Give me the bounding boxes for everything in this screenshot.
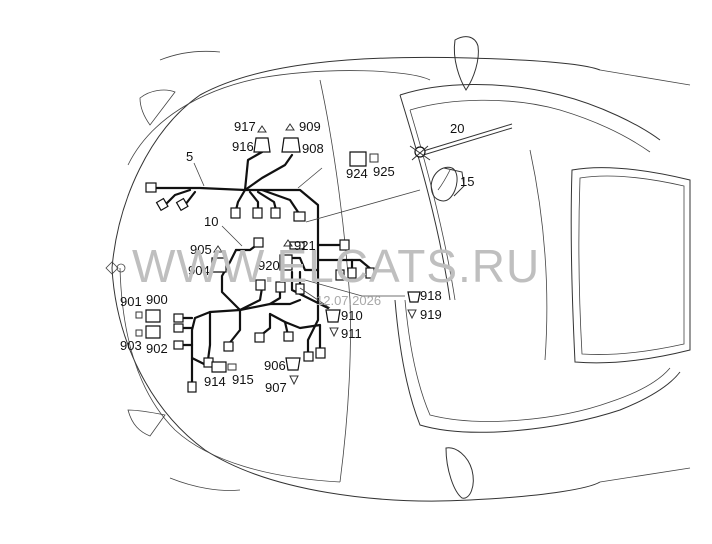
component-20-aerial	[409, 123, 513, 161]
label-5: 5	[186, 149, 193, 164]
label-924: 924	[346, 166, 368, 181]
label-918: 918	[420, 288, 442, 303]
label-915: 915	[232, 372, 254, 387]
part-labels: 917 909 916 908 5 20 924 925 15 10 921 9…	[120, 119, 474, 395]
label-15: 15	[460, 174, 474, 189]
watermark-date: 12.07.2026	[316, 293, 381, 308]
leader-lines	[193, 162, 421, 309]
label-20: 20	[450, 121, 464, 136]
wiring-harness	[148, 150, 374, 387]
label-901: 901	[120, 294, 142, 309]
car-body-outline	[105, 36, 691, 502]
label-906: 906	[264, 358, 286, 373]
label-905: 905	[190, 242, 212, 257]
label-911: 911	[341, 326, 362, 341]
label-904: 904	[188, 263, 210, 278]
label-916: 916	[232, 139, 254, 154]
connector-plugs	[135, 123, 421, 393]
label-917: 917	[234, 119, 256, 134]
label-925: 925	[373, 164, 395, 179]
label-919: 919	[420, 307, 442, 322]
label-921: 921	[294, 238, 316, 253]
label-907: 907	[265, 380, 287, 395]
label-908: 908	[302, 141, 324, 156]
label-920: 920	[258, 258, 280, 273]
watermark-text: WWW.ELCATS.RU	[132, 240, 540, 292]
label-10: 10	[204, 214, 218, 229]
component-15-part	[430, 166, 465, 202]
label-900: 900	[146, 292, 168, 307]
label-903: 903	[120, 338, 142, 353]
label-909: 909	[299, 119, 321, 134]
label-910: 910	[341, 308, 363, 323]
label-914: 914	[204, 374, 226, 389]
label-902: 902	[146, 341, 168, 356]
